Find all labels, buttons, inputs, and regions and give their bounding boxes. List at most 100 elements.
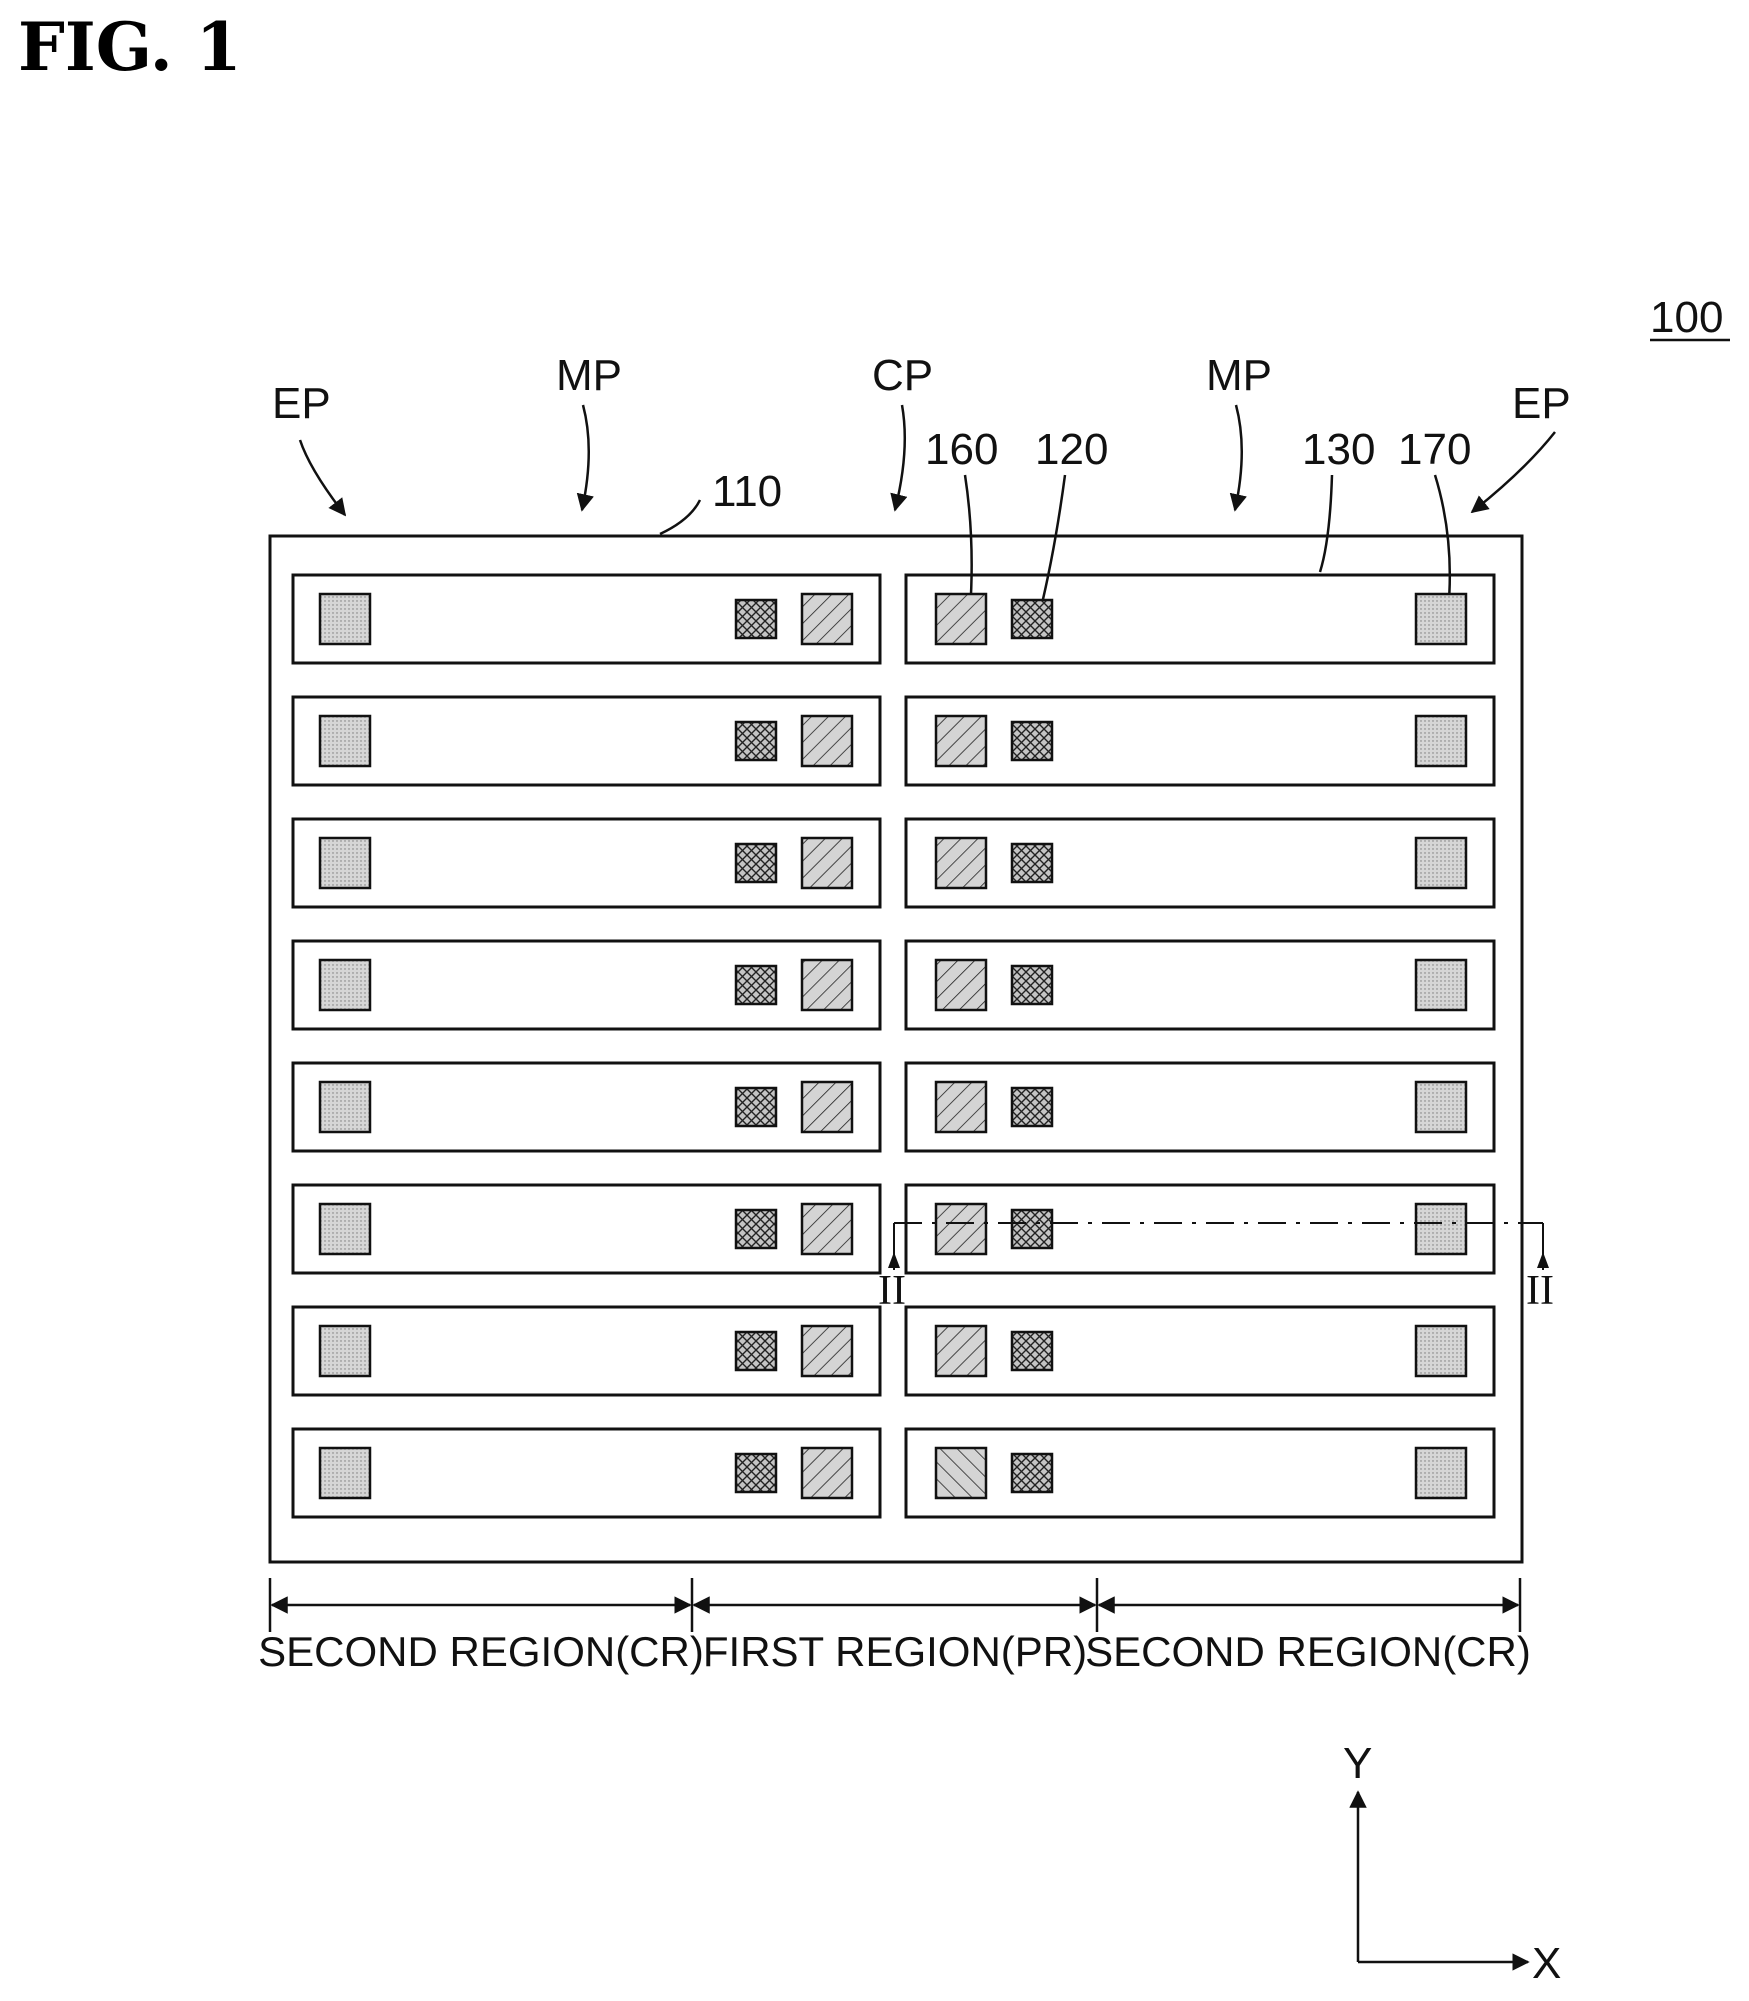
contact-160-left [802, 1326, 852, 1376]
contact-120-left [736, 722, 776, 760]
region-right-label: SECOND REGION(CR) [1085, 1628, 1531, 1675]
contact-160-right [936, 716, 986, 766]
contact-120-right [1012, 1088, 1052, 1126]
contact-120-left [736, 1454, 776, 1492]
leader-ep-left [300, 440, 345, 515]
label-cp: CP [872, 351, 933, 400]
contact-170-left [320, 716, 370, 766]
section-arrow-left [888, 1252, 900, 1268]
label-mp-right: MP [1206, 351, 1272, 400]
strip-right [906, 575, 1494, 663]
contact-120-left [736, 1088, 776, 1126]
contact-170-right [1416, 1448, 1466, 1498]
contact-170-right [1416, 1326, 1466, 1376]
x-axis-label: X [1532, 1939, 1561, 1988]
contact-120-left [736, 600, 776, 638]
contact-120-right [1012, 1454, 1052, 1492]
contact-170-right [1416, 594, 1466, 644]
contact-120-right [1012, 966, 1052, 1004]
contact-160-left [802, 1082, 852, 1132]
contact-120-left [736, 1210, 776, 1248]
contact-170-right [1416, 838, 1466, 888]
y-axis-label: Y [1343, 1739, 1372, 1788]
contact-170-left [320, 960, 370, 1010]
region-dimension: SECOND REGION(CR) FIRST REGION(PR) SECON… [258, 1578, 1531, 1675]
contact-160-left [802, 594, 852, 644]
axis-indicator: Y X [1343, 1739, 1561, 1988]
leader-160 [965, 475, 972, 612]
contact-170-right [1416, 716, 1466, 766]
contact-120-right [1012, 600, 1052, 638]
contact-170-left [320, 594, 370, 644]
section-label-left: II [878, 1268, 906, 1314]
contact-160-left [802, 1448, 852, 1498]
contact-160-right [936, 594, 986, 644]
strip-left [293, 1307, 880, 1395]
label-110: 110 [712, 467, 782, 516]
region-left-label: SECOND REGION(CR) [258, 1628, 704, 1675]
label-mp-left: MP [556, 351, 622, 400]
region-center-label: FIRST REGION(PR) [703, 1628, 1087, 1675]
strip-left [293, 941, 880, 1029]
strip-right [906, 1185, 1494, 1273]
strip-left [293, 819, 880, 907]
leader-cp [895, 405, 905, 510]
substrate-110 [270, 536, 1522, 1562]
strip-right [906, 819, 1494, 907]
contact-160-right [936, 1204, 986, 1254]
contact-160-right [936, 960, 986, 1010]
contact-160-left [802, 960, 852, 1010]
contact-120-left [736, 844, 776, 882]
label-ep-left: EP [272, 379, 331, 428]
device-ref-100: 100 [1650, 293, 1723, 342]
contact-120-right [1012, 722, 1052, 760]
contact-160-left [802, 716, 852, 766]
leader-110 [660, 500, 700, 534]
strip-left [293, 575, 880, 663]
leader-130 [1320, 475, 1332, 572]
leader-mp-left [582, 405, 589, 510]
contact-120-right [1012, 844, 1052, 882]
contact-120-right [1012, 1332, 1052, 1370]
contact-120-right [1012, 1210, 1052, 1248]
contact-160-right [936, 1326, 986, 1376]
strip-right [906, 941, 1494, 1029]
contact-160-left [802, 838, 852, 888]
label-ep-right: EP [1512, 379, 1571, 428]
contact-120-left [736, 1332, 776, 1370]
label-130: 130 [1302, 425, 1375, 474]
contact-170-left [320, 1448, 370, 1498]
strip-right [906, 1063, 1494, 1151]
leader-ep-right [1472, 432, 1555, 512]
contact-170-right [1416, 1204, 1466, 1254]
contact-170-left [320, 1204, 370, 1254]
strip-left [293, 697, 880, 785]
contact-170-right [1416, 960, 1466, 1010]
section-label-right: II [1526, 1268, 1554, 1314]
strip-left [293, 1063, 880, 1151]
section-arrow-right [1537, 1252, 1549, 1268]
strip-right [906, 1307, 1494, 1395]
contact-120-left [736, 966, 776, 1004]
contact-160-right [936, 1448, 986, 1498]
leader-120 [1040, 475, 1065, 612]
strip-left [293, 1429, 880, 1517]
contact-170-left [320, 838, 370, 888]
strip-right [906, 1429, 1494, 1517]
strip-left [293, 1185, 880, 1273]
leader-170 [1435, 475, 1450, 612]
label-160: 160 [925, 425, 998, 474]
contact-160-right [936, 1082, 986, 1132]
label-170: 170 [1398, 425, 1471, 474]
contact-170-right [1416, 1082, 1466, 1132]
contact-160-right [936, 838, 986, 888]
strip-right [906, 697, 1494, 785]
contact-170-left [320, 1082, 370, 1132]
label-120: 120 [1035, 425, 1108, 474]
contact-170-left [320, 1326, 370, 1376]
leader-mp-right [1235, 405, 1242, 510]
pattern-strips [293, 575, 1494, 1517]
figure-title: FIG. 1 [18, 8, 242, 86]
contact-160-left [802, 1204, 852, 1254]
